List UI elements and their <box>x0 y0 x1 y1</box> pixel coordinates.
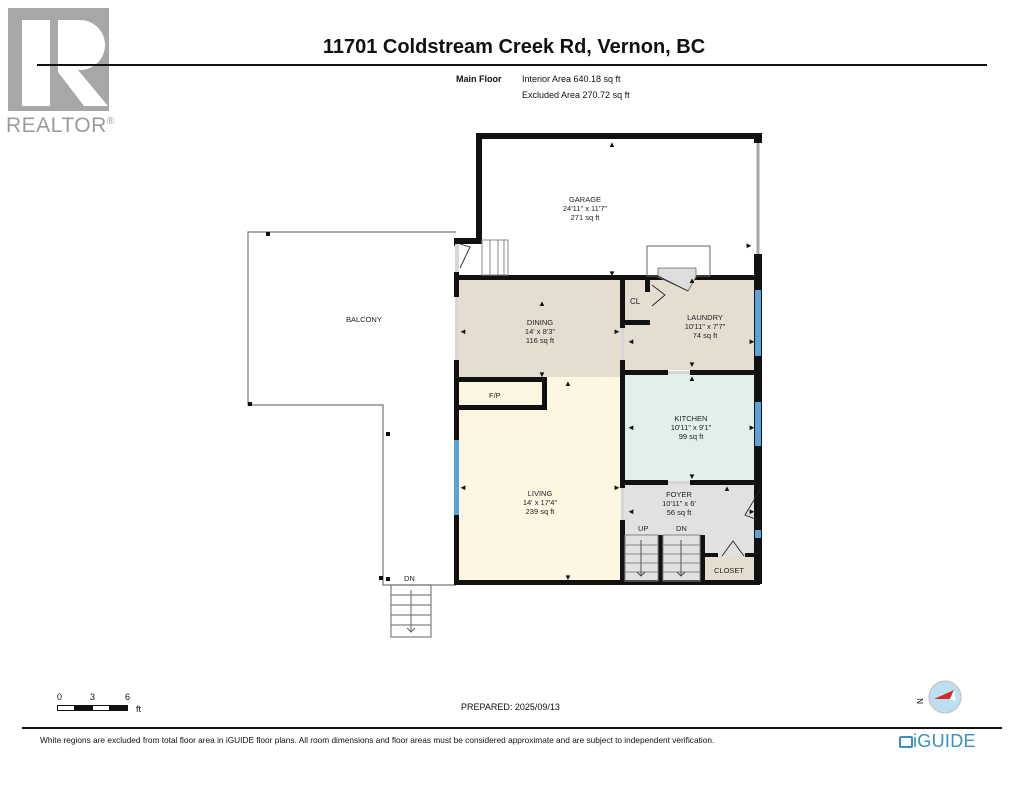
room-dimensions: 10'11" x 7'7" <box>684 322 726 331</box>
balcony-stairs <box>390 584 432 638</box>
realtor-logo-text: REALTOR® <box>6 114 115 137</box>
room-dining: DINING 14' x 8'3" 116 sq ft <box>500 318 580 345</box>
room-dimensions: 14' x 8'3" <box>524 327 556 336</box>
balcony-label: BALCONY <box>346 315 382 324</box>
compass-icon: N <box>916 680 962 714</box>
svg-text:►: ► <box>748 423 756 432</box>
scale-bar <box>57 705 128 711</box>
svg-text:▼: ▼ <box>538 370 546 379</box>
fireplace-label: F/P <box>489 391 501 400</box>
svg-text:▲: ▲ <box>538 299 546 308</box>
room-area: 99 sq ft <box>678 432 704 441</box>
svg-text:▲: ▲ <box>688 276 696 285</box>
svg-text:◄: ◄ <box>459 327 467 336</box>
interior-area: Interior Area 640.18 sq ft <box>522 74 621 84</box>
room-dimensions: 10'11" x 6' <box>662 499 696 508</box>
stairs-up-label: UP <box>638 524 649 533</box>
svg-text:▲: ▲ <box>688 374 696 383</box>
balcony-stairs-down-label: DN <box>404 574 415 583</box>
room-dimensions: 24'11" x 11'7" <box>562 204 608 213</box>
scale-unit: ft <box>136 704 142 714</box>
svg-text:►: ► <box>748 337 756 346</box>
svg-text:▲: ▲ <box>608 140 616 149</box>
floor-name: Main Floor <box>456 74 502 84</box>
title-divider <box>37 64 987 66</box>
room-area: 56 sq ft <box>666 508 692 517</box>
balcony-outline <box>247 231 456 586</box>
room-foyer: FOYER 10'11" x 6' 56 sq ft <box>634 490 724 517</box>
room-living: LIVING 14' x 17'4" 239 sq ft <box>500 489 580 516</box>
room-name: FOYER <box>666 490 692 499</box>
stairs-down-label: DN <box>676 524 687 533</box>
svg-text:►: ► <box>748 507 756 516</box>
svg-text:►: ► <box>613 327 621 336</box>
iguide-logo: iGUIDE <box>899 731 976 752</box>
closet-small-label: CL <box>630 297 641 306</box>
svg-text:◄: ◄ <box>627 423 635 432</box>
svg-text:◄: ◄ <box>627 337 635 346</box>
scale-tick-0: 0 <box>57 692 63 702</box>
room-name: KITCHEN <box>674 414 708 423</box>
room-area: 116 sq ft <box>525 336 555 345</box>
room-garage: GARAGE 24'11" x 11'7" 271 sq ft <box>540 195 630 222</box>
svg-text:▲: ▲ <box>723 484 731 493</box>
svg-text:▲: ▲ <box>564 379 572 388</box>
svg-text:◄: ◄ <box>627 507 635 516</box>
svg-text:►: ► <box>613 483 621 492</box>
room-dimensions: 10'11" x 9'1" <box>670 423 712 432</box>
excluded-area: Excluded Area 270.72 sq ft <box>522 90 630 100</box>
room-dimensions: 14' x 17'4" <box>522 498 558 507</box>
page-title: 11701 Coldstream Creek Rd, Vernon, BC <box>322 36 706 58</box>
footer-divider <box>22 727 1002 729</box>
svg-text:▼: ▼ <box>564 573 572 582</box>
realtor-logo <box>8 8 109 111</box>
camera-icon <box>899 736 913 748</box>
prepared-date: PREPARED: 2025/09/13 <box>461 702 560 712</box>
room-area: 239 sq ft <box>525 507 555 516</box>
svg-text:►: ► <box>745 241 753 250</box>
room-laundry: LAUNDRY 10'11" x 7'7" 74 sq ft <box>660 313 750 340</box>
room-name: LAUNDRY <box>687 313 723 322</box>
svg-text:▼: ▼ <box>688 472 696 481</box>
svg-text:▼: ▼ <box>688 360 696 369</box>
room-area: 74 sq ft <box>692 331 718 340</box>
svg-text:◄: ◄ <box>459 483 467 492</box>
compass-north-label: N <box>916 698 925 704</box>
realtor-r-icon <box>22 20 108 106</box>
scale-tick-3: 3 <box>90 692 96 702</box>
room-name: GARAGE <box>568 195 602 204</box>
room-name: DINING <box>526 318 554 327</box>
disclaimer: White regions are excluded from total fl… <box>40 735 715 745</box>
svg-text:▼: ▼ <box>608 269 616 278</box>
room-area: 271 sq ft <box>570 213 600 222</box>
closet-label: CLOSET <box>714 566 745 575</box>
room-kitchen: KITCHEN 10'11" x 9'1" 99 sq ft <box>646 414 736 441</box>
room-name: LIVING <box>527 489 553 498</box>
scale-tick-6: 6 <box>125 692 131 702</box>
